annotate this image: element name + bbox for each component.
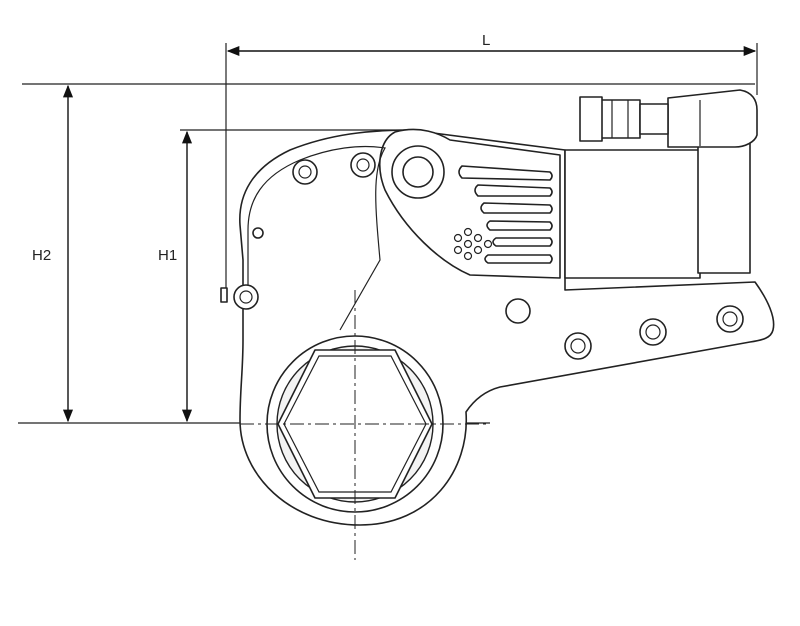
- center-lines: [240, 290, 490, 560]
- bolt-head: [716, 305, 744, 333]
- swivel-block: [667, 89, 758, 148]
- bolt-head: [292, 159, 318, 185]
- vent-dot-cluster: [453, 227, 493, 261]
- fastener-holes: [220, 152, 744, 360]
- cooling-ribs: [458, 165, 553, 264]
- cylinder-body: [564, 149, 701, 279]
- housing-inner-line: [247, 145, 386, 331]
- rib-1: [458, 165, 553, 181]
- bolt-head: [564, 332, 592, 360]
- rib-4: [486, 220, 553, 231]
- cylinder-end-cap: [697, 139, 751, 274]
- bolt-head: [233, 284, 259, 310]
- bolt-head: [350, 152, 376, 178]
- rib-3: [480, 202, 553, 214]
- small-hole: [252, 227, 264, 239]
- l-label: L: [482, 32, 490, 49]
- bolt-head: [639, 318, 667, 346]
- h2-label: H2: [32, 247, 51, 264]
- pivot-pin: [391, 145, 445, 199]
- h1-label: H1: [158, 247, 177, 264]
- swivel-fitting: [639, 103, 669, 135]
- rib-5: [492, 237, 553, 247]
- cylinder-assembly: [564, 89, 758, 279]
- quick-coupler: [579, 96, 603, 142]
- rib-2: [474, 184, 553, 197]
- side-tab: [220, 287, 228, 303]
- coupler-nut: [599, 99, 641, 139]
- rib-6: [484, 254, 553, 264]
- plain-hole: [505, 298, 531, 324]
- pivot-inner-hole: [402, 156, 434, 188]
